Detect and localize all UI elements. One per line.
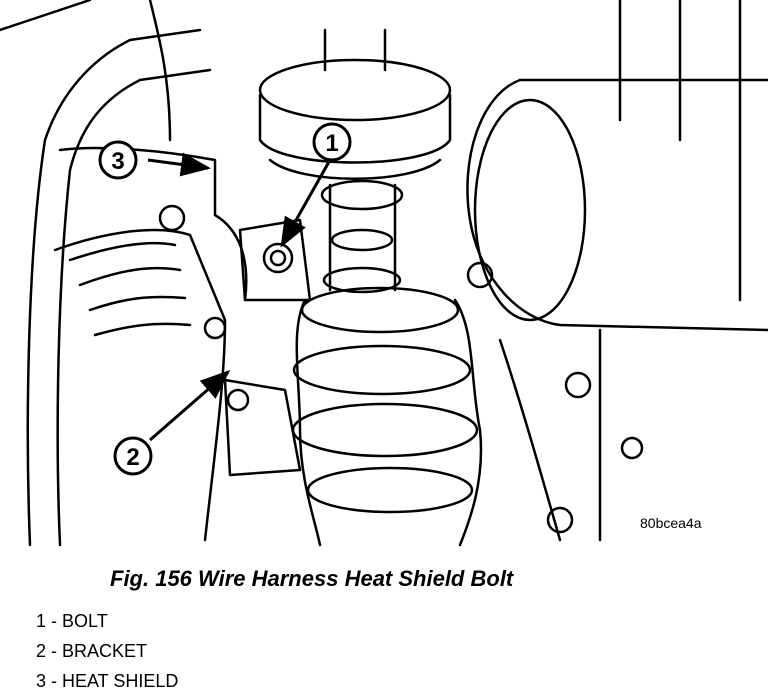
shaft xyxy=(323,28,387,72)
callout-number-1: 1 xyxy=(325,130,338,157)
figure-caption: Fig. 156 Wire Harness Heat Shield Bolt xyxy=(110,566,514,591)
callout-2: 2 xyxy=(113,370,231,476)
callout-number-3: 3 xyxy=(111,148,124,175)
casing-bolt xyxy=(466,261,494,289)
image-code: 80bcea4a xyxy=(640,515,702,531)
legend-item: 1 - BOLT xyxy=(36,611,108,631)
bracket xyxy=(238,218,312,302)
leader-line-3 xyxy=(147,152,211,177)
leader-line-1 xyxy=(280,159,332,248)
callout-1: 1 xyxy=(280,122,352,248)
leader-line-2 xyxy=(149,370,231,442)
callout-3: 3 xyxy=(98,140,211,180)
casing-bolt xyxy=(546,506,574,534)
flange xyxy=(53,228,227,542)
legend-item: 3 - HEAT SHIELD xyxy=(36,671,179,691)
bracket-bolt xyxy=(262,242,294,274)
flange-bolt xyxy=(158,204,186,232)
legend-item: 2 - BRACKET xyxy=(36,641,148,661)
flange-bolt xyxy=(203,316,227,340)
cv-boot xyxy=(295,298,322,547)
heat-shield-outline xyxy=(26,28,202,547)
right-cylinder xyxy=(466,78,768,332)
callout-number-2: 2 xyxy=(126,444,139,471)
casing-bolt xyxy=(564,371,592,399)
flange-bolt xyxy=(226,388,250,412)
upper-drum-top xyxy=(258,58,452,122)
casing-bolt xyxy=(620,436,644,460)
mechanical-illustration: 1 2 3 xyxy=(0,0,768,547)
legend-list: 1 - BOLT 2 - BRACKET 3 - HEAT SHIELD xyxy=(36,610,178,700)
